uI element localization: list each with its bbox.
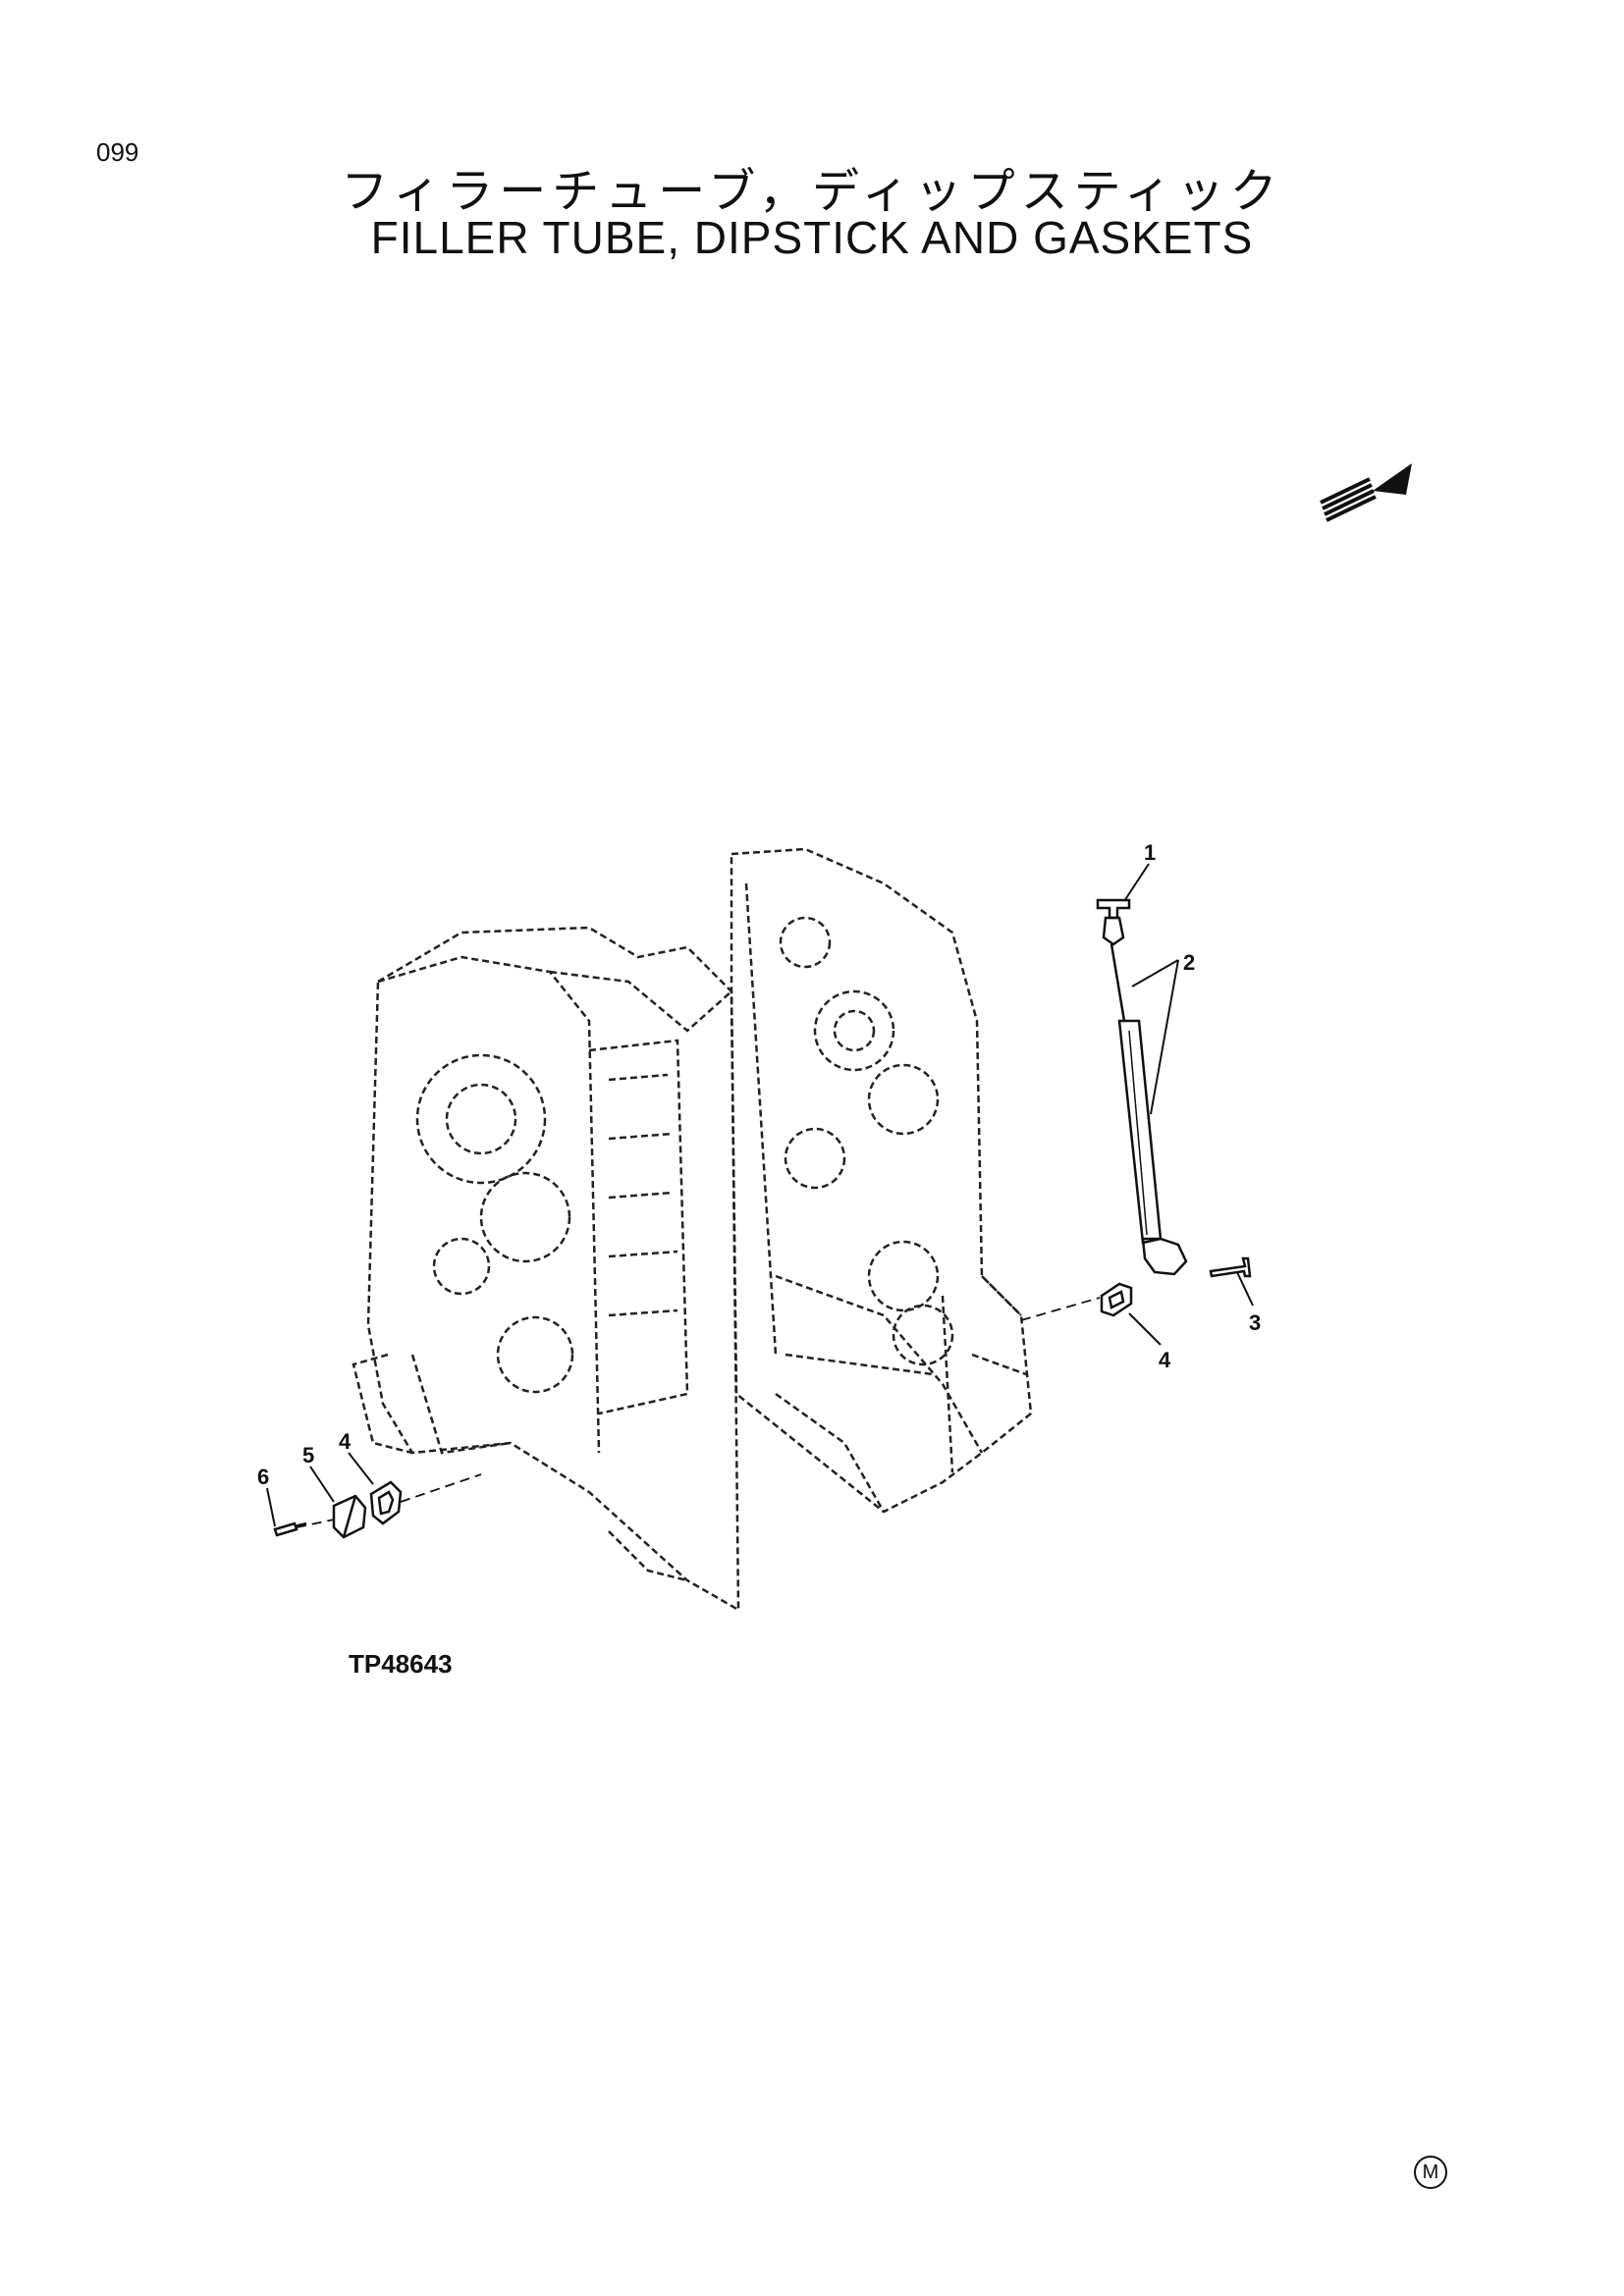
transmission-housing-left — [352, 926, 740, 1613]
page-number: 099 — [96, 137, 139, 167]
transmission-plate-right — [730, 847, 1033, 1514]
plug-part-5 — [332, 1494, 367, 1539]
callout-5: 5 — [302, 1443, 314, 1468]
title-english: FILLER TUBE, DIPSTICK AND GASKETS — [370, 212, 1254, 263]
callout-3: 3 — [1249, 1310, 1261, 1335]
title-japanese: フィラーチューブ，ディップスティック — [341, 164, 1283, 219]
callout-4-left: 4 — [339, 1429, 352, 1454]
front-direction-arrow-icon — [1320, 463, 1412, 522]
bolt-part-3 — [1209, 1256, 1252, 1278]
screw-part-6 — [273, 1522, 307, 1537]
filler-tube — [1117, 1019, 1188, 1276]
gasket-right-part-4 — [1100, 1282, 1133, 1317]
callout-4-right: 4 — [1159, 1348, 1171, 1372]
callout-leader-lines — [266, 863, 1254, 1527]
callout-2: 2 — [1183, 950, 1195, 975]
figure-code: TP48643 — [349, 1649, 453, 1679]
assembly-guide-lines — [296, 1297, 1101, 1528]
callout-6: 6 — [257, 1465, 269, 1489]
circled-m-mark: M — [1414, 2156, 1447, 2189]
dipstick — [1096, 898, 1131, 1022]
callout-1: 1 — [1144, 840, 1156, 865]
gasket-left-part-4 — [369, 1480, 403, 1525]
